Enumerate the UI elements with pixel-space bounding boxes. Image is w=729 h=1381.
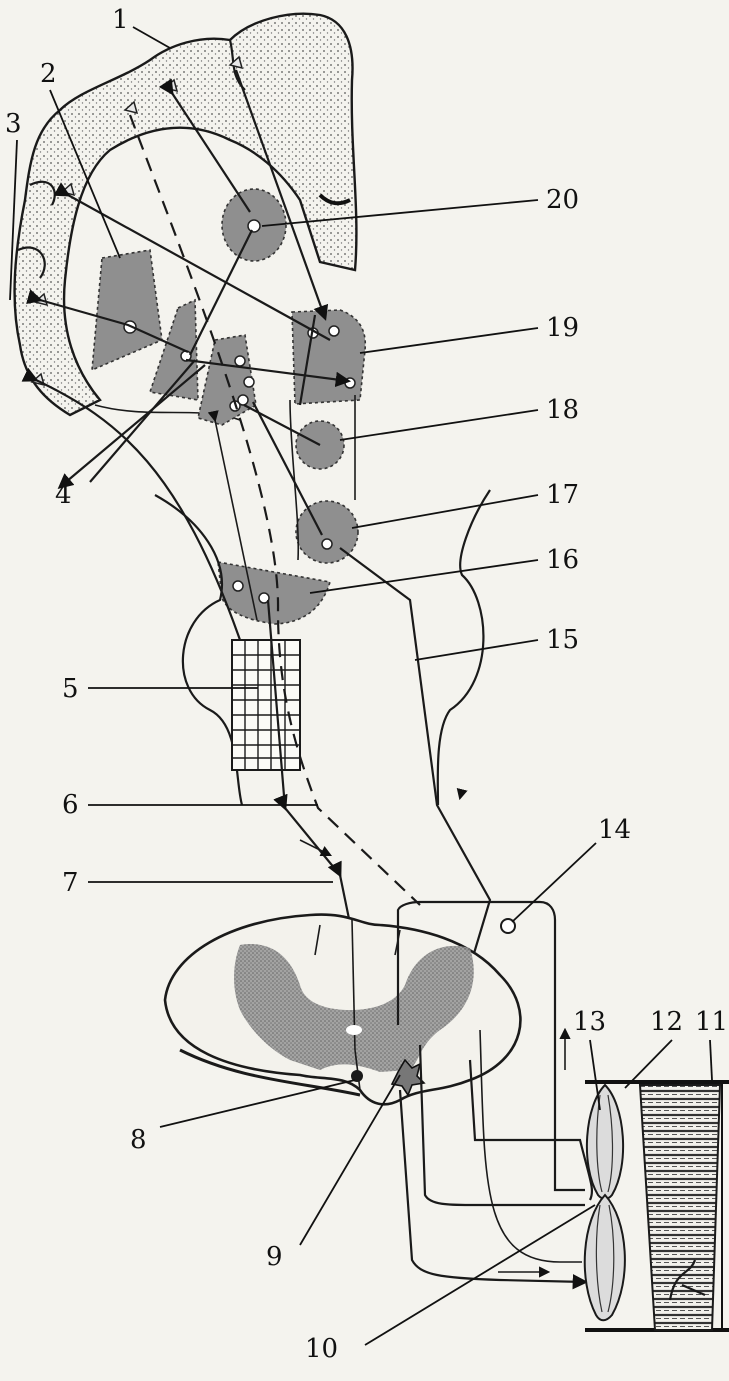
label-5: 5 bbox=[62, 674, 79, 704]
label-9: 9 bbox=[266, 1242, 283, 1272]
label-11: 11 bbox=[695, 1007, 728, 1037]
label-4: 4 bbox=[55, 480, 72, 510]
label-10: 10 bbox=[305, 1334, 338, 1364]
label-17: 17 bbox=[546, 480, 579, 510]
reticular-formation-grid bbox=[232, 640, 300, 770]
label-19: 19 bbox=[546, 313, 579, 343]
label-16: 16 bbox=[546, 545, 579, 575]
label-14: 14 bbox=[598, 815, 631, 845]
nucleus-2 bbox=[92, 250, 162, 370]
label-2: 2 bbox=[40, 59, 57, 89]
spinal-cord-section bbox=[165, 915, 520, 1105]
label-1: 1 bbox=[112, 5, 129, 35]
label-3: 3 bbox=[5, 109, 22, 139]
muscle-spindle bbox=[585, 1085, 625, 1320]
label-15: 15 bbox=[546, 625, 579, 655]
label-20: 20 bbox=[546, 185, 579, 215]
label-8: 8 bbox=[130, 1125, 147, 1155]
label-12: 12 bbox=[650, 1007, 683, 1037]
label-6: 6 bbox=[62, 790, 79, 820]
label-13: 13 bbox=[573, 1007, 606, 1037]
label-18: 18 bbox=[546, 395, 579, 425]
label-7: 7 bbox=[62, 868, 79, 898]
